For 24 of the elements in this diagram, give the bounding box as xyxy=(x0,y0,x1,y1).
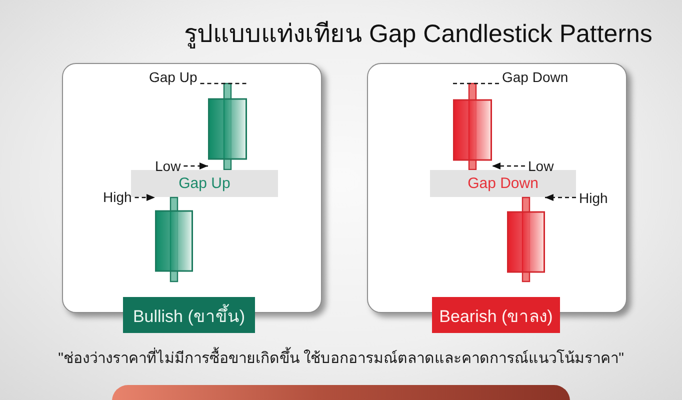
page-title: รูปแบบแท่งเทียน Gap Candlestick Patterns xyxy=(184,19,652,50)
candlestick xyxy=(453,83,492,170)
gap-zone xyxy=(131,170,278,197)
candlestick xyxy=(208,83,247,170)
level-label: Gap Up xyxy=(149,69,198,85)
leader-arrow xyxy=(492,162,525,170)
leader-arrow xyxy=(134,194,155,201)
gap-zone xyxy=(430,170,576,197)
trend-banner: Bullish (ขาขึ้น) xyxy=(123,297,255,333)
gap-zone-label: Gap Down xyxy=(468,175,538,192)
leader-arrow xyxy=(184,162,208,170)
level-label: Gap Down xyxy=(502,69,568,85)
trend-banner: Bearish (ขาลง) xyxy=(432,297,560,333)
price-label: High xyxy=(103,189,132,205)
leader-arrow xyxy=(545,194,576,201)
candlestick xyxy=(507,197,545,282)
price-label: Low xyxy=(155,158,181,174)
leader-line xyxy=(453,82,499,84)
quote-caption: "ช่องว่างราคาที่ไม่มีการซื้อขายเกิดขึ้น ใช้บอกอารมณ์ตลาดและคาดการณ์แนวโน้มราคา" xyxy=(58,346,624,370)
price-label: Low xyxy=(528,158,554,174)
gap-zone-label: Gap Up xyxy=(178,175,230,192)
candlestick xyxy=(155,197,193,282)
leader-line xyxy=(200,82,247,84)
price-label: High xyxy=(579,190,608,206)
